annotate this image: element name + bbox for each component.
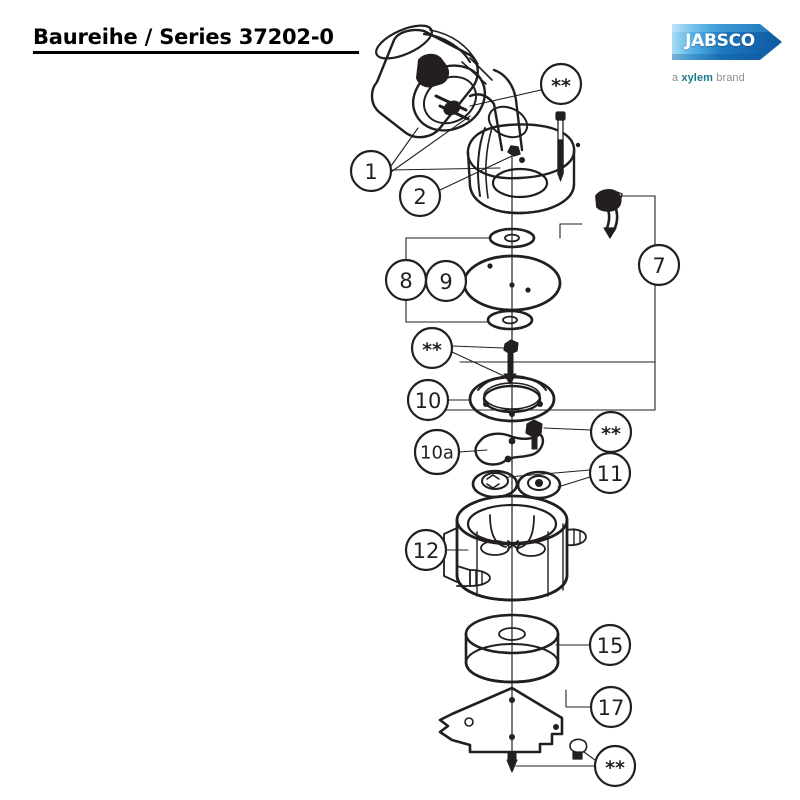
callout-15[interactable]: 15 <box>588 623 632 667</box>
page-title: Baureihe / Series 37202-0 <box>33 25 334 49</box>
callout-9-circle <box>424 259 468 303</box>
title-underline <box>33 51 359 54</box>
callout-8-label: 8 <box>399 269 412 293</box>
callout-star-top[interactable]: ** <box>539 62 583 106</box>
part-12-pump-body <box>443 494 587 602</box>
leader-bracket-7 <box>423 195 656 411</box>
callout-10[interactable]: 10 <box>406 378 450 422</box>
callout-10a-label: 10a <box>420 443 454 464</box>
callout-10-label: 10 <box>415 389 442 413</box>
leader-7-to-part <box>559 195 613 239</box>
callout-1-circle <box>349 149 393 193</box>
leader-1 <box>390 115 501 173</box>
callout-11-label: 11 <box>597 462 624 486</box>
page-title-block: Baureihe / Series 37202-0 <box>33 24 453 54</box>
jabsco-logo-mark: JABSCO <box>672 22 784 62</box>
callout-7[interactable]: 7 <box>637 243 681 287</box>
callout-star-bottom-circle <box>593 744 637 788</box>
callout-star-bottom[interactable]: ** <box>593 744 637 788</box>
callout-17[interactable]: 17 <box>589 685 633 729</box>
xylem-tagline: a xylem brand <box>672 72 788 84</box>
tagline-suffix: brand <box>713 72 745 84</box>
jabsco-logo-text: JABSCO <box>685 31 755 51</box>
leader-10a <box>458 449 488 453</box>
callout-star-mid-label: ** <box>422 339 442 361</box>
callout-2-circle <box>398 174 442 218</box>
part-15-strainer <box>464 613 560 684</box>
part-10a-diaphragm <box>474 432 545 466</box>
leader-17 <box>565 689 591 708</box>
callout-9[interactable]: 9 <box>424 259 468 303</box>
leader-star-11 <box>543 427 592 431</box>
callout-11-circle <box>588 451 632 495</box>
callout-star-top-circle <box>539 62 583 106</box>
part-star-screw-11 <box>525 419 543 450</box>
callout-17-label: 17 <box>598 696 625 720</box>
leader-star-mid <box>451 345 505 377</box>
leader-star-bottom <box>515 751 596 767</box>
callout-17-circle <box>589 685 633 729</box>
callout-11[interactable]: 11 <box>588 451 632 495</box>
callout-10a-circle <box>413 428 461 476</box>
tagline-xylem: xylem <box>681 72 714 84</box>
callout-12[interactable]: 12 <box>404 528 448 572</box>
callout-7-label: 7 <box>652 254 665 278</box>
callout-8[interactable]: 8 <box>384 258 428 302</box>
callout-12-label: 12 <box>413 539 440 563</box>
callout-1-label: 1 <box>364 160 377 184</box>
callout-star-bottom-label: ** <box>605 757 625 779</box>
leader-star-top <box>469 89 542 107</box>
callout-star-mid-circle <box>410 326 454 370</box>
callout-2-label: 2 <box>413 185 426 209</box>
brand-logo: JABSCO a xylem brand <box>672 22 788 92</box>
part-star-bottom-hardware <box>506 738 588 773</box>
part-11-valves <box>471 469 562 500</box>
callout-12-circle <box>404 528 448 572</box>
callout-star-11[interactable]: ** <box>589 410 633 454</box>
callout-7-circle <box>637 243 681 287</box>
callout-star-top-label: ** <box>551 75 571 97</box>
callout-10a[interactable]: 10a <box>413 428 461 476</box>
part-7-fastener <box>595 189 623 239</box>
jabsco-arrow-shape <box>672 24 782 60</box>
part-star-long-screw-top <box>555 111 566 182</box>
callout-15-circle <box>588 623 632 667</box>
part-1-motor <box>370 24 493 139</box>
callout-9-label: 9 <box>439 270 452 294</box>
callout-star-11-label: ** <box>601 423 621 445</box>
part-8-washer-lower <box>486 309 534 331</box>
part-10-retaining-ring <box>468 375 556 423</box>
callout-10-circle <box>406 378 450 422</box>
part-2-bracket <box>466 68 581 215</box>
tagline-prefix: a <box>672 72 682 84</box>
callout-star-mid[interactable]: ** <box>410 326 454 370</box>
callout-15-label: 15 <box>597 634 624 658</box>
leader-11 <box>507 469 591 488</box>
callout-2[interactable]: 2 <box>398 174 442 218</box>
leader-2 <box>439 155 513 191</box>
part-17-base-plate <box>438 686 564 754</box>
callout-1[interactable]: 1 <box>349 149 393 193</box>
